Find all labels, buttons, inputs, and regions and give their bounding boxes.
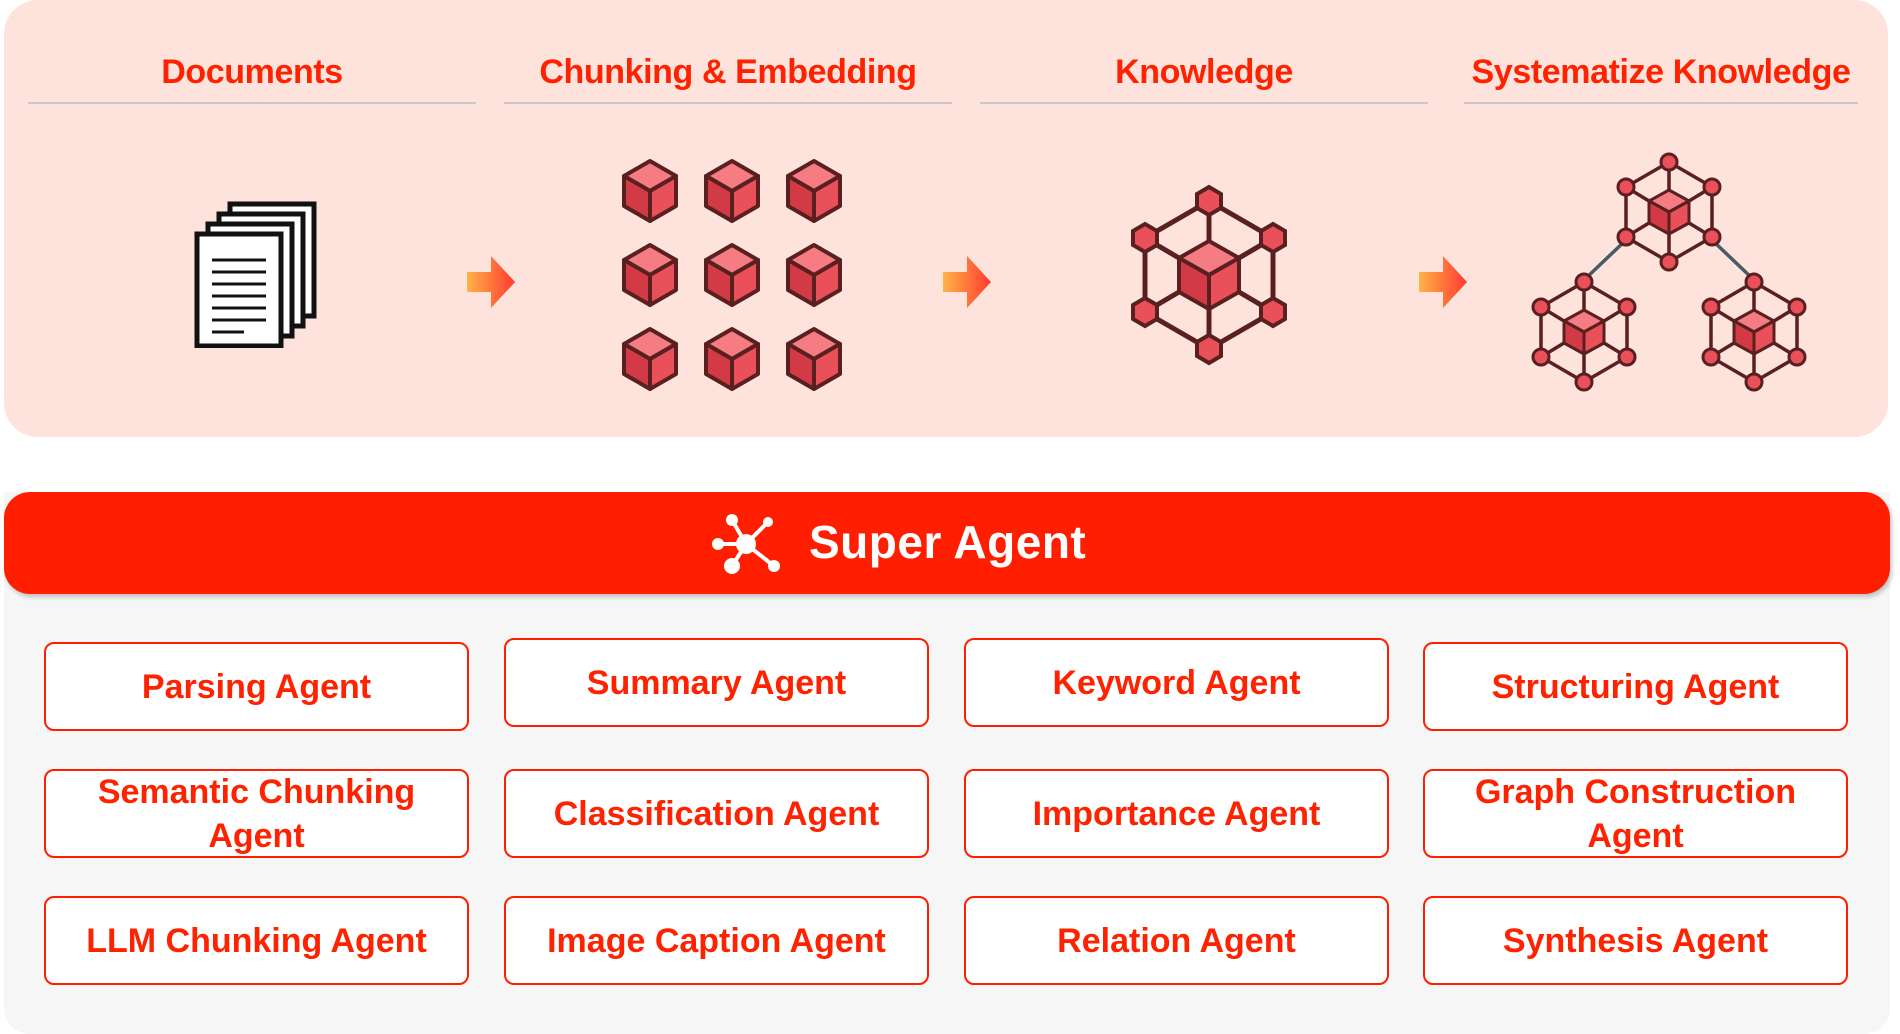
stage-header-chunking-embedding: Chunking & Embedding [504,44,952,104]
agent-card-parsing: Parsing Agent [44,642,469,731]
knowledge-network-icon [1531,152,1807,392]
pipeline-panel: Documents Chunking & Embedding Knowledge… [4,0,1888,437]
agent-card-image-caption: Image Caption Agent [504,896,929,985]
network-nodes-icon [712,514,780,574]
right-arrow-icon [467,256,515,308]
documents-stack-icon [194,201,317,348]
agent-card-classification: Classification Agent [504,769,929,858]
right-arrow-icon [1419,256,1467,308]
super-agent-bar: Super Agent [4,492,1890,594]
agent-card-synthesis: Synthesis Agent [1423,896,1848,985]
stage-header-systematize-knowledge: Systematize Knowledge [1464,44,1858,104]
agent-card-relation: Relation Agent [964,896,1389,985]
agent-card-structuring: Structuring Agent [1423,642,1848,731]
knowledge-hexagon-icon [1131,184,1287,366]
agent-card-llm-chunking: LLM Chunking Agent [44,896,469,985]
agent-card-keyword: Keyword Agent [964,638,1389,727]
stage-header-knowledge: Knowledge [980,44,1428,104]
cube-grid-icon [622,159,842,391]
stage-header-documents: Documents [28,44,476,104]
agent-card-graph-construction: Graph Construction Agent [1423,769,1848,858]
agent-card-semantic-chunking: Semantic Chunking Agent [44,769,469,858]
agent-card-summary: Summary Agent [504,638,929,727]
super-agent-title: Super Agent [809,516,1087,568]
right-arrow-icon [943,256,991,308]
agent-card-importance: Importance Agent [964,769,1389,858]
